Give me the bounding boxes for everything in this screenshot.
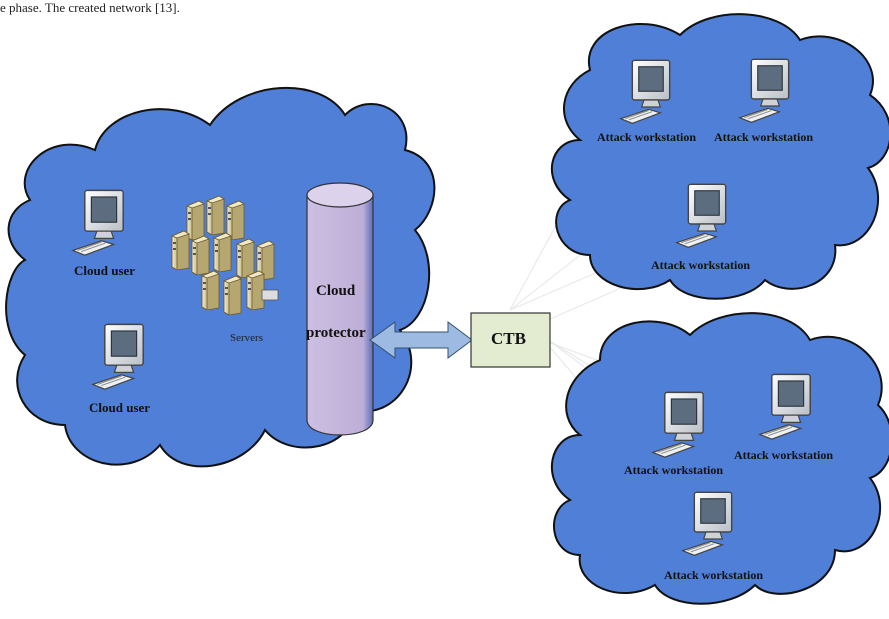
ctb-box bbox=[470, 312, 551, 368]
caption-fragment: e phase. The created network [13]. bbox=[0, 0, 180, 15]
servers-label: Servers bbox=[230, 332, 263, 344]
cloud-protector bbox=[306, 182, 374, 436]
protector-label-line1: Cloud bbox=[316, 283, 356, 299]
attack-workstation-label: Attack workstation bbox=[664, 568, 763, 582]
protector-label-line2: protector bbox=[306, 325, 366, 341]
attack-workstation-label: Attack workstation bbox=[734, 448, 833, 462]
attack-workstation-label: Attack workstation bbox=[714, 130, 813, 144]
ctb-label: CTB bbox=[491, 329, 526, 348]
attack-workstation-label: Attack workstation bbox=[597, 130, 696, 144]
attack-workstation-label: Attack workstation bbox=[624, 463, 723, 477]
attack-cloud-top bbox=[551, 13, 889, 300]
cloud-user-label: Cloud user bbox=[74, 263, 136, 278]
attack-workstation-label: Attack workstation bbox=[651, 258, 750, 272]
server-rack-icon bbox=[171, 195, 279, 315]
attack-cloud-bottom bbox=[551, 312, 889, 605]
cloud-user-label: Cloud user bbox=[89, 400, 151, 415]
